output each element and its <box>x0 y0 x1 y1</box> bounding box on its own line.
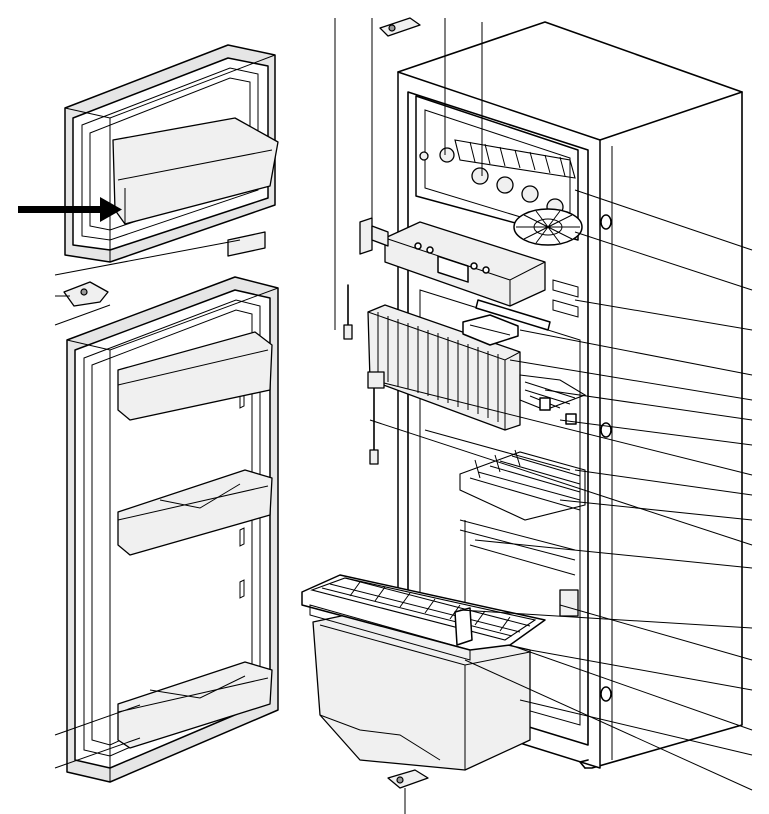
middle-door-hinge <box>63 281 109 307</box>
upper-door-hinge <box>379 17 421 37</box>
door-bin <box>117 661 273 749</box>
door-bin <box>117 331 273 421</box>
freezer-evaporator-grid <box>454 139 576 179</box>
door-bin <box>117 469 273 556</box>
left-cabinet-hinge <box>359 217 389 255</box>
thermostat-probe <box>343 284 385 465</box>
freezer-fittings <box>419 147 564 216</box>
fin-evaporator <box>367 299 551 431</box>
leader-lines-left <box>54 239 241 769</box>
leader-lines-right <box>334 18 753 814</box>
wire-shelf <box>519 374 587 425</box>
control-panel <box>384 221 546 307</box>
lower-hinge <box>387 769 429 789</box>
fan-icon <box>513 208 583 246</box>
pointer-arrow <box>18 197 122 222</box>
freezer-door-latch <box>227 231 266 257</box>
wire-shelf <box>459 449 586 521</box>
rating-label <box>559 589 579 617</box>
